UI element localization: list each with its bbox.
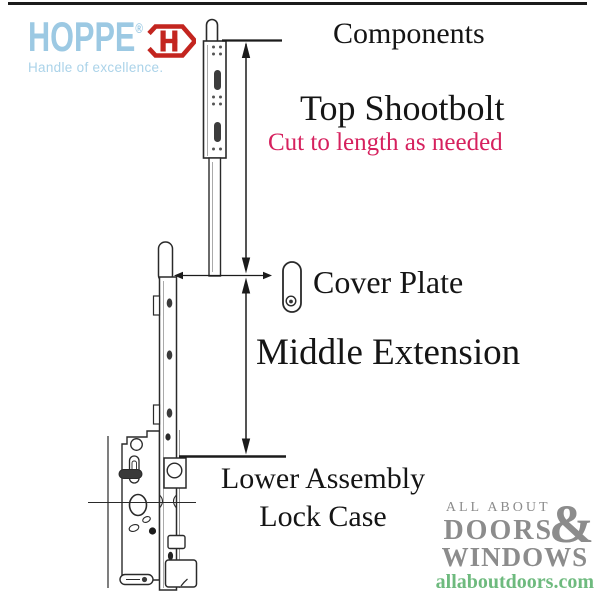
dimension-arrow-middle-extension: [179, 277, 286, 458]
middle-extension-label: Middle Extension: [256, 332, 521, 373]
cut-to-length-note: Cut to length as needed: [268, 129, 503, 156]
extension-rod-drawing: [208, 157, 222, 277]
lock-case-hub-drawing: [88, 457, 198, 588]
junction-line: [174, 271, 272, 280]
cover-plate-label: Cover Plate: [313, 264, 464, 300]
logo-all-about: ALL ABOUT: [445, 500, 551, 515]
logo-doors: DOORS: [443, 515, 554, 546]
logo-ampersand: &: [549, 493, 594, 554]
registered-mark: ®: [135, 20, 143, 36]
brand-name: HOPPE: [28, 13, 136, 60]
hoppe-logo-text: HOPPE®: [28, 16, 143, 58]
lower-assembly-line1: Lower Assembly: [220, 462, 426, 495]
lower-assembly-label: Lower Assembly Lock Case: [212, 460, 434, 535]
top-shootbolt-label: Top Shootbolt: [300, 88, 505, 128]
hoppe-hexagon-h-icon: [147, 24, 196, 58]
components-label: Components: [333, 17, 485, 50]
brand-tagline: Handle of excellence.: [28, 60, 164, 75]
logo-website-url: allaboutdoors.com: [435, 571, 594, 593]
top-border-rule: [8, 2, 587, 5]
all-about-doors-windows-logo: ALL ABOUT DOORS & WINDOWS allaboutdoors.…: [435, 493, 594, 593]
dimension-arrow-top-shootbolt: [222, 39, 282, 274]
cover-plate-drawing: [282, 261, 302, 313]
lock-case-drawing: [107, 430, 161, 588]
logo-windows: WINDOWS: [441, 542, 589, 572]
lower-assembly-line2: Lock Case: [259, 499, 387, 533]
